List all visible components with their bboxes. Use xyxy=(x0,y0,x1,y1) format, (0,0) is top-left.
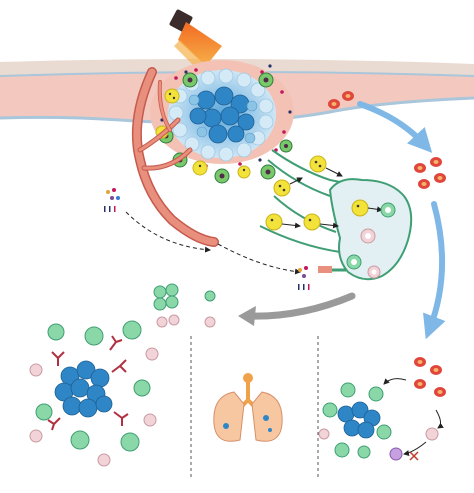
lung-icon xyxy=(213,373,283,442)
antigen-dots xyxy=(160,64,292,174)
tumor-icon xyxy=(150,60,294,164)
dashed-migration-arrow xyxy=(125,211,301,275)
panel-dividers xyxy=(190,336,319,480)
antigen-cluster xyxy=(104,188,310,290)
ultrasound-probe-icon xyxy=(169,9,222,70)
systemic-arrow xyxy=(238,292,356,326)
panel-antibody-tumor xyxy=(29,320,159,467)
memory-t-cells xyxy=(153,283,216,328)
blood-vessel-icon xyxy=(131,67,219,247)
panel-immune-memory xyxy=(318,378,444,461)
antibody-icon xyxy=(47,335,129,431)
circulation-arrow xyxy=(357,101,446,340)
migrating-dendritic-cells xyxy=(265,155,383,231)
red-blood-cell-icon xyxy=(328,91,446,397)
t-cell-icon xyxy=(346,202,396,279)
